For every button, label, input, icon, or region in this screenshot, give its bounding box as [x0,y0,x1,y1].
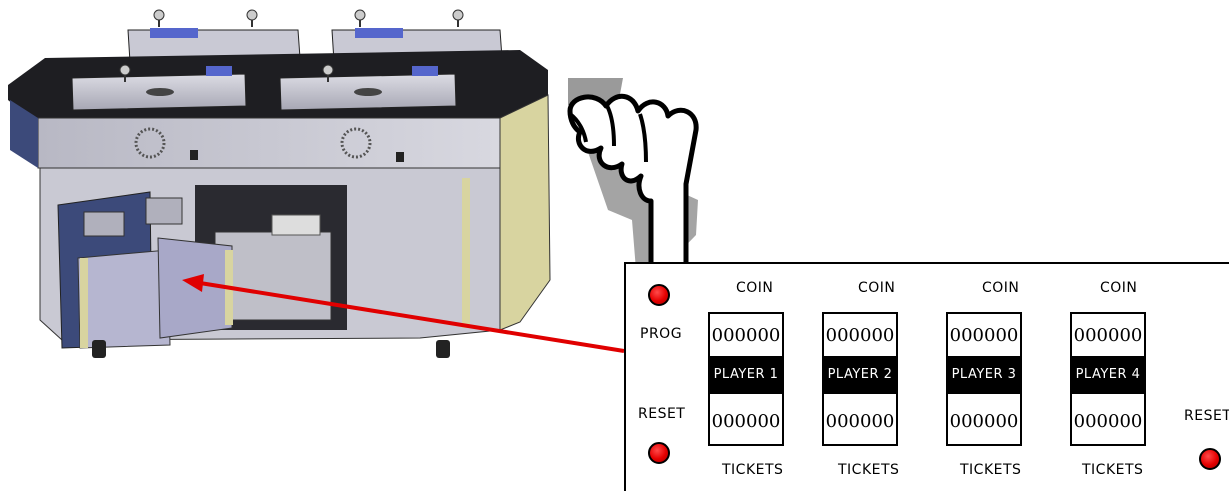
pointing-hand-icon [567,78,699,284]
player-label: PLAYER 1 [710,356,782,394]
ticket-count: 000000 [1073,411,1143,432]
prog-label: PROG [640,326,683,342]
prog-button[interactable] [648,284,670,306]
ticket-count: 000000 [711,411,781,432]
player-counter: 000000 PLAYER 2 000000 [822,312,898,446]
coin-count: 000000 [825,325,895,346]
pointer-arrow [182,274,625,353]
coin-door-panel [77,249,171,349]
player-counter: 000000 PLAYER 1 000000 [708,312,784,446]
player-label: PLAYER 4 [1072,356,1144,394]
arcade-cabinet-illustration [8,9,551,358]
ticket-count: 000000 [949,411,1019,432]
coin-count: 000000 [1073,325,1143,346]
reset-left-button[interactable] [648,442,670,464]
reset-left-label: RESET [638,406,686,422]
counter-panel: PROG RESET RESET COIN 000000 PLAYER 1 00… [624,262,1229,491]
reset-right-label: RESET [1184,408,1229,424]
coin-count: 000000 [949,325,1019,346]
coin-label: COIN [858,280,896,296]
player-label: PLAYER 3 [948,356,1020,394]
coin-label: COIN [1100,280,1138,296]
player-label: PLAYER 2 [824,356,896,394]
cabinet-wheels [92,340,450,358]
coin-label: COIN [736,280,774,296]
control-trays [71,64,457,111]
reset-right-button[interactable] [1199,448,1221,470]
player-counter: 000000 PLAYER 3 000000 [946,312,1022,446]
coin-label: COIN [982,280,1020,296]
tickets-label: TICKETS [838,462,900,478]
player-counter: 000000 PLAYER 4 000000 [1070,312,1146,446]
tickets-label: TICKETS [960,462,1022,478]
tickets-label: TICKETS [1082,462,1144,478]
tickets-label: TICKETS [722,462,784,478]
coin-count: 000000 [711,325,781,346]
ticket-count: 000000 [825,411,895,432]
